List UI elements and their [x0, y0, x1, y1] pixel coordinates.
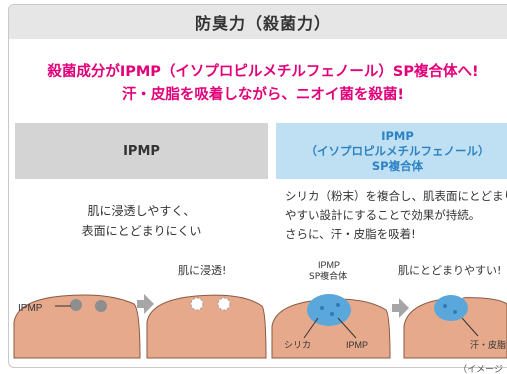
sp-complex-label-1: IPMP: [318, 260, 340, 270]
silica-leader-line: [303, 317, 319, 339]
infographic-card: 防臭力（殺菌力） 殺菌成分がIPMP（イソプロピルメチルフェノール）SP複合体へ…: [8, 4, 507, 368]
sp-desc-line-1: シリカ（粉末）を複合し、肌表面にとどまり: [285, 189, 507, 203]
sweat-dot: [460, 294, 464, 298]
silica-dot: [320, 306, 324, 310]
page-title: 防臭力（殺菌力）: [194, 14, 331, 33]
sweat-leader-line: [461, 317, 479, 337]
ipmp-header-label: IPMP: [123, 143, 160, 159]
sp-header-line-2: （イソプロピルメチルフェノール）: [305, 143, 490, 158]
silica-dot: [330, 312, 334, 316]
sp-desc-line-2: やすい設計にすることで効果が持続。: [285, 208, 481, 222]
silica-label: シリカ: [284, 340, 311, 351]
image-caption: （イメージ: [458, 365, 503, 374]
skin-mound-2: [146, 294, 267, 359]
stay-label: 肌にとどまりやすい!: [398, 264, 501, 277]
skin-mound-3: [271, 298, 391, 359]
silica-dot: [336, 303, 340, 307]
absorbed-particle-1: [190, 297, 204, 311]
mechanism-diagram: IPMP 肌に浸透! IPMP SP複合体 シリカ IPMP 肌にとどまりやすい…: [13, 260, 507, 359]
sp-complex-particle: [434, 295, 468, 321]
sp-complex-header: IPMP （イソプロピルメチルフェノール） SP複合体: [276, 123, 507, 179]
ipmp-particle-2: [95, 300, 107, 312]
sweat-label: 汗・皮脂: [470, 339, 506, 351]
sp-header-line-3: SP複合体: [371, 158, 424, 173]
sp-header-line-1: IPMP: [381, 128, 414, 143]
sp-complex-particle: [307, 294, 351, 326]
headline-line-1: 殺菌成分がIPMP（イソプロピルメチルフェノール）SP複合体へ!: [47, 64, 479, 80]
arrow-right-icon: [137, 294, 154, 314]
penetrate-label: 肌に浸透!: [178, 264, 226, 277]
ipmp-desc-line-1: 肌に浸透しやすく、: [87, 204, 196, 218]
sp-complex-label-2: SP複合体: [309, 270, 347, 282]
ipmp-header: IPMP: [15, 123, 268, 179]
ipmp-particle-1: [70, 299, 82, 311]
sweat-dot: [443, 304, 447, 308]
ipmp-description: 肌に浸透しやすく、 表面にとどまりにくい: [15, 201, 268, 241]
ipmp-desc-line-2: 表面にとどまりにくい: [81, 224, 202, 238]
skin-mound-1: [13, 294, 141, 359]
sp-ipmp-label: IPMP: [346, 340, 368, 350]
sp-ipmp-leader-line: [337, 317, 357, 339]
sp-complex-description: シリカ（粉末）を複合し、肌表面にとどまり やすい設計にすることで効果が持続。 さ…: [285, 187, 507, 244]
arrow-right-icon: [392, 298, 409, 318]
sweat-dot: [453, 310, 457, 314]
sp-desc-line-3: さらに、汗・皮脂を吸着!: [285, 227, 416, 241]
title-bar: 防臭力（殺菌力）: [9, 5, 507, 39]
ipmp-pointer-label: IPMP: [18, 303, 43, 314]
headline-line-2: 汗・皮脂を吸着しながら、ニオイ菌を殺菌!: [121, 87, 405, 103]
absorbed-particle-2: [217, 297, 231, 311]
headline: 殺菌成分がIPMP（イソプロピルメチルフェノール）SP複合体へ! 汗・皮脂を吸着…: [9, 61, 507, 107]
